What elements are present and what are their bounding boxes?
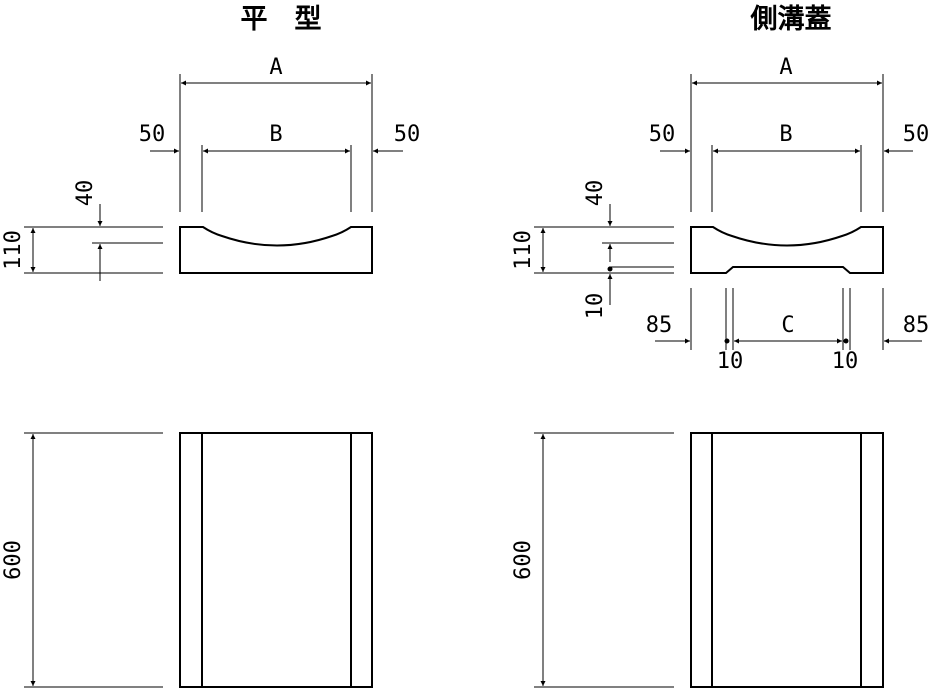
gutter-cover-section (690, 226, 884, 274)
dim-50-right-label: 50 (394, 122, 421, 147)
dim-600-label: 600 (511, 540, 536, 580)
flat-type-section (179, 226, 373, 274)
flat-type-plan (179, 432, 373, 688)
dim-85-left-label: 85 (646, 313, 673, 338)
dim-50-left-label: 50 (649, 122, 676, 147)
dim-length-right: 600 (511, 432, 674, 688)
dim-c-label: C (781, 313, 794, 338)
dim-height-right: 110 40 10 (511, 180, 674, 320)
dim-height-left: 110 40 (1, 180, 163, 281)
dim-40-label: 40 (73, 180, 98, 207)
dim-10-bottom-label: 10 (583, 293, 608, 320)
dim-a-left: A (179, 55, 373, 212)
dim-85-right-label: 85 (903, 313, 930, 338)
dim-50-left-label: 50 (139, 122, 166, 147)
flat-type-title: 平 型 (241, 4, 322, 35)
gutter-cover-plan (690, 432, 884, 688)
dim-40-label: 40 (583, 180, 608, 207)
dim-110-label: 110 (1, 230, 26, 270)
dim-10-notch-right-label: 10 (832, 349, 859, 374)
dim-50-right-label: 50 (903, 122, 930, 147)
gutter-cover-view: 側溝蓋 A B 50 50 (511, 4, 930, 688)
dim-b-right: B 50 50 (649, 122, 930, 212)
dim-bottom-right: C 85 85 10 10 (646, 288, 930, 374)
dim-b-label: B (779, 122, 792, 147)
flat-type-view: 平 型 A B 50 50 110 (1, 4, 421, 688)
dim-110-label: 110 (511, 230, 536, 270)
dim-a-label: A (779, 55, 792, 80)
dim-10-notch-left-label: 10 (717, 349, 744, 374)
dim-600-label: 600 (1, 540, 26, 580)
dim-a-label: A (269, 55, 282, 80)
dim-b-label: B (269, 122, 282, 147)
dim-b-left: B 50 50 (139, 122, 421, 212)
dim-length-left: 600 (1, 432, 163, 688)
gutter-cover-title: 側溝蓋 (750, 4, 832, 35)
dim-a-right: A (690, 55, 884, 212)
